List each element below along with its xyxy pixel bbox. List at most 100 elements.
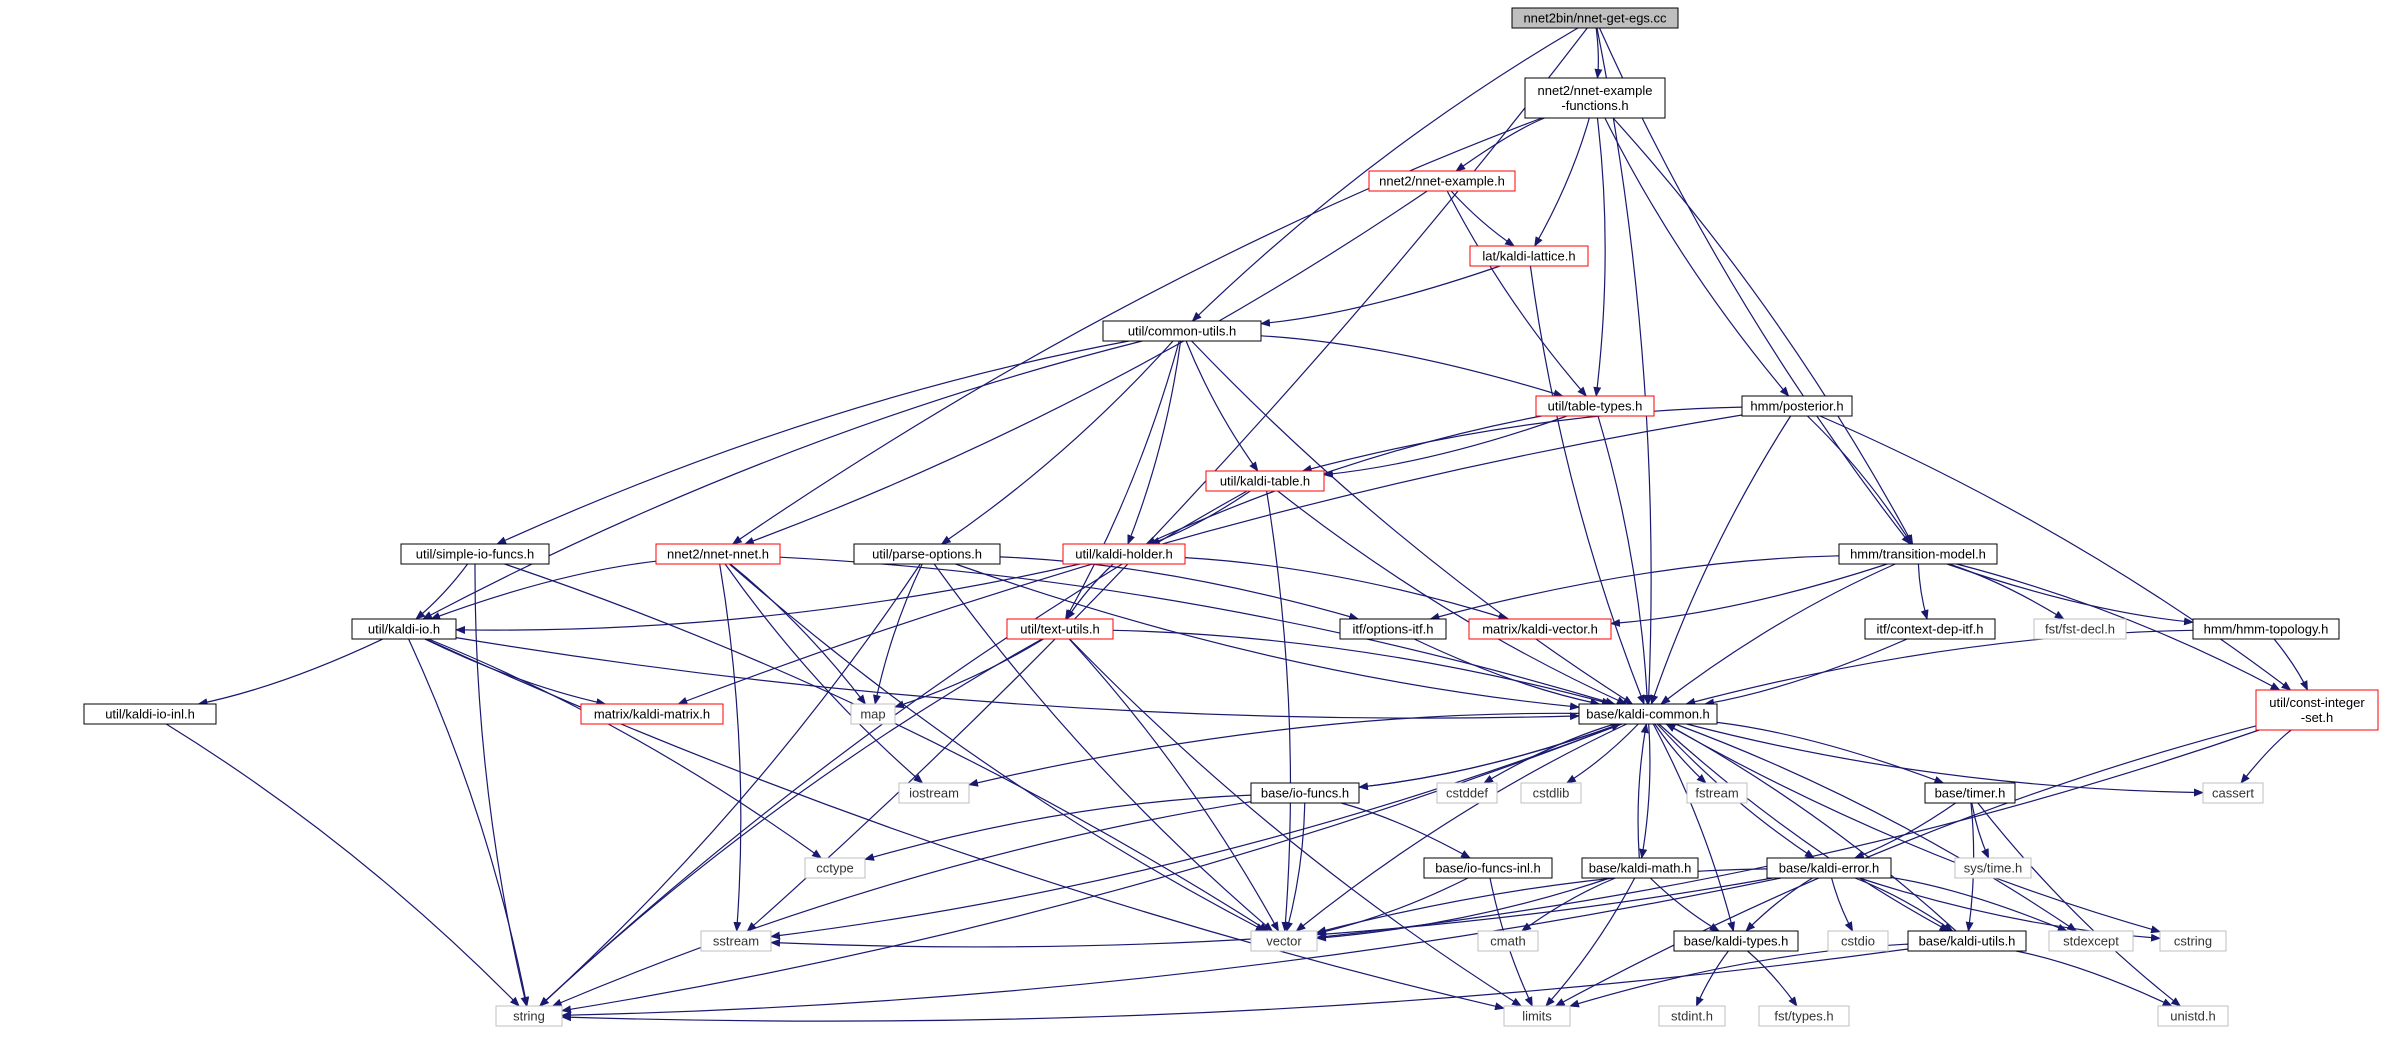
node-posterior[interactable]: hmm/posterior.h [1741,395,1853,417]
node-box [1758,1005,1850,1027]
node-parse-options[interactable]: util/parse-options.h [853,543,1001,565]
node-label: util/kaldi-io.h [368,622,440,637]
include-edge-kaldi_io-to-kaldi_io_inl [197,638,384,707]
node-box [850,703,896,725]
node-io-funcs[interactable]: base/io-funcs.h [1250,782,1360,804]
node-kaldi-utils[interactable]: base/kaldi-utils.h [1907,930,2027,952]
node-box [1062,543,1186,565]
include-edge-common_utils-to-parse_options [940,340,1174,545]
node-label: fstream [1695,786,1738,801]
node-cstddef: cstddef [1436,782,1498,804]
node-box [1250,782,1360,804]
node-const-integer-set[interactable]: util/const-integer-set.h [2255,689,2379,731]
include-edge-timer-to-kaldi_error [1853,802,1956,859]
include-edge-nnet_nnet-to-iostream [724,563,924,784]
include-edge-nnet_example_functions-to-table_types [1593,117,1606,397]
include-edge-nnet_example_functions-to-transition_model [1612,117,1914,545]
include-edge-text_utils-to-map [894,638,1044,709]
node-label: stdint.h [1671,1009,1713,1024]
node-box [1205,470,1325,492]
include-edge-context_dep_itf-to-kaldi_common [1704,638,1908,707]
node-label: base/kaldi-types.h [1684,934,1789,949]
include-edge-kaldi_table-to-string [539,490,1248,1007]
node-label: string [513,1009,545,1024]
node-nnet-nnet[interactable]: nnet2/nnet-nnet.h [655,543,781,565]
node-kaldi-lattice[interactable]: lat/kaldi-lattice.h [1469,245,1589,267]
include-edge-common_utils-to-kaldi_common [1191,340,1634,705]
include-edge-kaldi_holder-to-kaldi_io [455,563,1081,634]
node-kaldi-holder[interactable]: util/kaldi-holder.h [1062,543,1186,565]
include-edge-table_types-to-kaldi_common [1597,415,1652,705]
node-transition-model[interactable]: hmm/transition-model.h [1838,543,1998,565]
node-context-dep-itf[interactable]: itf/context-dep-itf.h [1864,618,1996,640]
node-kaldi-types[interactable]: base/kaldi-types.h [1673,930,1799,952]
include-edge-text_utils-to-limits [1069,638,1522,1007]
node-box [1436,782,1498,804]
node-kaldi-table[interactable]: util/kaldi-table.h [1205,470,1325,492]
include-edge-kaldi_io-to-limits [425,638,1505,1011]
include-edge-nnet_example_functions-to-posterior [1604,117,1790,397]
include-edge-nnet_example-to-kaldi_lattice [1450,190,1515,247]
node-box [1827,930,1889,952]
node-box [1581,857,1699,879]
node-label: limits [1522,1009,1552,1024]
include-edge-kaldi_math-to-vector [1316,877,1611,942]
node-nnet-example-functions[interactable]: nnet2/nnet-example-functions.h [1524,77,1666,119]
node-hmm-topology[interactable]: hmm/hmm-topology.h [2192,618,2340,640]
node-label: base/io-funcs.h [1261,786,1349,801]
node-box [1741,395,1853,417]
include-edge-kaldi_error-to-kaldi_utils [1854,877,1954,932]
node-label: cstdlib [1533,786,1570,801]
include-edge-common_utils-to-simple_io_funcs [496,340,1130,545]
node-box [1838,543,1998,565]
node-label: -functions.h [1561,98,1628,113]
node-kaldi-matrix[interactable]: matrix/kaldi-matrix.h [580,703,724,725]
include-edge-kaldi_common-to-stdexcept [1674,723,2078,932]
include-edge-const_integer_set-to-cassert [2240,729,2292,784]
node-options-itf[interactable]: itf/options-itf.h [1339,618,1447,640]
node-label: map [860,707,885,722]
node-root[interactable]: nnet2bin/nnet-get-egs.cc [1511,7,1679,29]
node-box [1511,7,1679,29]
include-edge-text_utils-to-vector [1068,638,1280,932]
node-string: string [495,1005,563,1027]
include-edge-root-to-kaldi_common [1596,27,1653,705]
node-box [1468,618,1612,640]
node-kaldi-math[interactable]: base/kaldi-math.h [1581,857,1699,879]
include-edge-timer-to-sys_time [1971,802,1990,859]
node-kaldi-io-inl[interactable]: util/kaldi-io-inl.h [83,703,217,725]
node-cctype: cctype [804,857,866,879]
include-edge-kaldi_table-to-kaldi_common [1277,490,1627,705]
node-nnet-example[interactable]: nnet2/nnet-example.h [1368,170,1516,192]
node-label: nnet2/nnet-example [1538,83,1653,98]
node-sstream: sstream [700,930,772,952]
node-io-funcs-inl[interactable]: base/io-funcs-inl.h [1423,857,1553,879]
include-edge-kaldi_common-to-fstream [1654,723,1707,784]
node-common-utils[interactable]: util/common-utils.h [1102,320,1262,342]
node-box [1423,857,1553,879]
include-edge-nnet_example_functions-to-nnet_nnet [731,117,1543,545]
include-edge-hmm_topology-to-kaldi_common [1685,629,2194,706]
include-edge-common_utils-to-text_utils [1065,340,1180,620]
include-edge-parse_options-to-options_itf [999,556,1360,621]
node-label: util/parse-options.h [872,547,982,562]
node-timer[interactable]: base/timer.h [1924,782,2016,804]
node-limits: limits [1503,1005,1571,1027]
node-kaldi-common[interactable]: base/kaldi-common.h [1578,703,1718,725]
node-simple-io-funcs[interactable]: util/simple-io-funcs.h [400,543,550,565]
node-text-utils[interactable]: util/text-utils.h [1006,618,1114,640]
include-edge-nnet_example-to-nnet_nnet [743,190,1428,545]
node-kaldi-io[interactable]: util/kaldi-io.h [351,618,457,640]
include-edge-kaldi_error-to-kaldi_types [1745,877,1813,932]
node-label: util/kaldi-table.h [1220,474,1310,489]
include-edge-nnet_nnet-to-sstream [719,563,742,932]
include-edge-kaldi_io-to-cctype [428,638,823,859]
node-cassert: cassert [2202,782,2264,804]
node-label: cmath [1490,934,1525,949]
include-edge-kaldi_types-to-fst_types [1747,950,1798,1007]
node-kaldi-vector[interactable]: matrix/kaldi-vector.h [1468,618,1612,640]
node-table-types[interactable]: util/table-types.h [1535,395,1655,417]
node-box [1006,618,1114,640]
node-kaldi-error[interactable]: base/kaldi-error.h [1766,857,1892,879]
